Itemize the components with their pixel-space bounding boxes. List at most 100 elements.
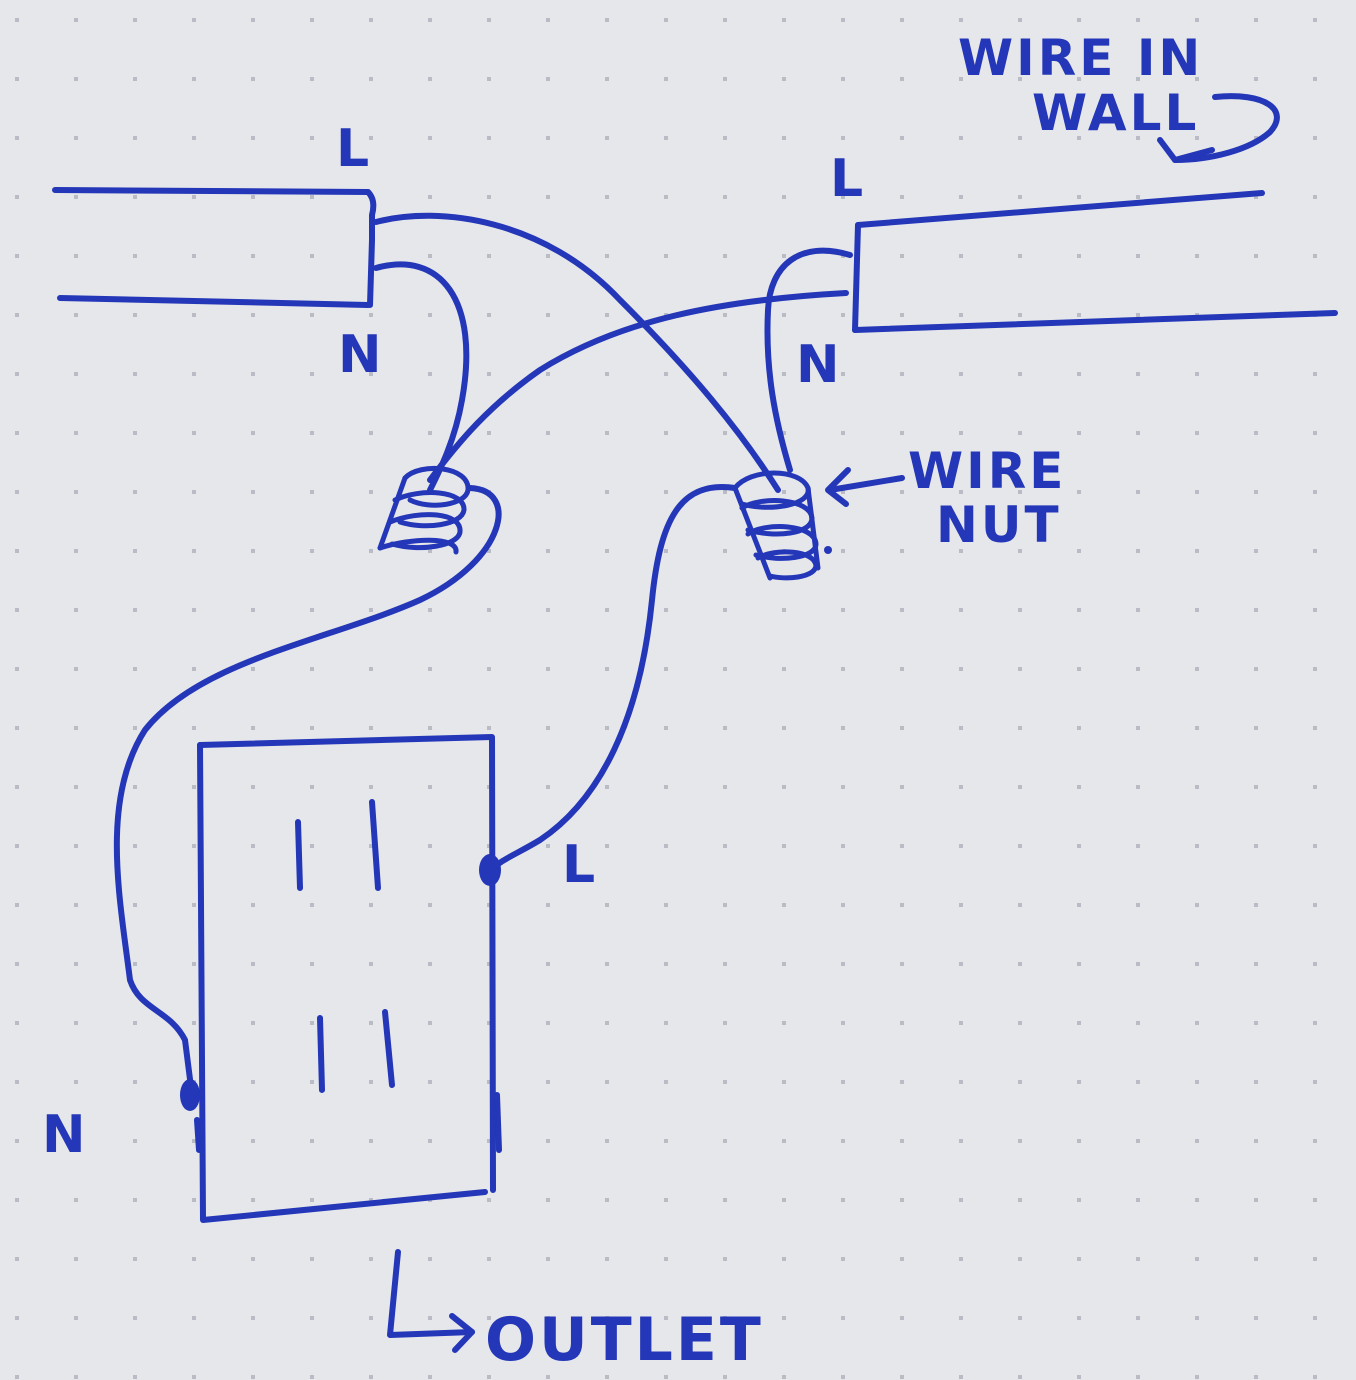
grid-dot <box>310 1375 314 1379</box>
grid-dot <box>192 667 196 671</box>
grid-dot <box>959 372 963 376</box>
grid-dot <box>192 726 196 730</box>
grid-dot <box>1195 136 1199 140</box>
grid-dot <box>664 1080 668 1084</box>
grid-dot <box>428 844 432 848</box>
grid-dot <box>723 785 727 789</box>
grid-dot <box>959 667 963 671</box>
grid-dot <box>900 1375 904 1379</box>
grid-dot <box>959 844 963 848</box>
grid-dot <box>1313 1257 1317 1261</box>
grid-dot <box>1254 431 1258 435</box>
grid-dot <box>841 903 845 907</box>
grid-dot <box>369 1316 373 1320</box>
grid-dot <box>428 1257 432 1261</box>
grid-dot <box>1254 549 1258 553</box>
outlet-slot-bottom-right <box>382 1009 395 1088</box>
grid-dot <box>15 608 19 612</box>
grid-dot <box>369 785 373 789</box>
grid-dot <box>1195 785 1199 789</box>
grid-dot <box>1136 667 1140 671</box>
grid-dot <box>546 313 550 317</box>
grid-dot <box>723 313 727 317</box>
grid-dot <box>369 1139 373 1143</box>
grid-dot <box>959 1021 963 1025</box>
grid-dot <box>546 1375 550 1379</box>
grid-dot <box>1254 1375 1258 1379</box>
grid-dot <box>251 372 255 376</box>
grid-dot <box>1254 1139 1258 1143</box>
grid-dot <box>605 1198 609 1202</box>
grid-dot <box>1136 372 1140 376</box>
grid-dot <box>782 1257 786 1261</box>
grid-dot <box>1018 1316 1022 1320</box>
grid-dot <box>723 431 727 435</box>
grid-dot <box>1313 1198 1317 1202</box>
grid-dot <box>369 431 373 435</box>
grid-dot <box>1136 726 1140 730</box>
grid-dot <box>605 1021 609 1025</box>
grid-dot <box>251 726 255 730</box>
grid-dot <box>959 962 963 966</box>
grid-dot <box>487 18 491 22</box>
grid-dot <box>251 1080 255 1084</box>
grid-dot <box>782 1375 786 1379</box>
grid-dot <box>1254 1316 1258 1320</box>
grid-dot <box>1136 903 1140 907</box>
grid-dot <box>310 77 314 81</box>
grid-dot <box>1077 844 1081 848</box>
grid-dot <box>723 608 727 612</box>
grid-dot <box>487 431 491 435</box>
grid-dot <box>605 18 609 22</box>
grid-dot <box>664 77 668 81</box>
grid-dot <box>900 1198 904 1202</box>
grid-dot <box>782 490 786 494</box>
grid-dot <box>74 136 78 140</box>
grid-dot <box>1077 1080 1081 1084</box>
grid-dot <box>192 136 196 140</box>
grid-dot <box>251 1021 255 1025</box>
grid-dot <box>664 490 668 494</box>
grid-dot <box>723 136 727 140</box>
grid-dot <box>959 490 963 494</box>
grid-dot <box>605 785 609 789</box>
wire-in-wall-arrow-icon <box>1157 93 1280 163</box>
grid-dot <box>74 1257 78 1261</box>
grid-dot <box>428 195 432 199</box>
grid-dot <box>1195 1198 1199 1202</box>
grid-dot <box>74 1080 78 1084</box>
grid-dot <box>1254 667 1258 671</box>
grid-dot <box>900 962 904 966</box>
grid-dot <box>487 1021 491 1025</box>
grid-dot <box>664 1316 668 1320</box>
grid-dot <box>251 431 255 435</box>
grid-dot <box>192 372 196 376</box>
grid-dot <box>1018 608 1022 612</box>
wire-nut-label-line2: NUT <box>936 496 1062 554</box>
grid-dot <box>1136 549 1140 553</box>
grid-dot <box>1313 1375 1317 1379</box>
grid-dot <box>192 962 196 966</box>
live-terminal <box>479 854 501 886</box>
grid-dot <box>487 667 491 671</box>
outlet-body <box>180 734 502 1223</box>
grid-dot <box>1195 1257 1199 1261</box>
grid-dot <box>723 490 727 494</box>
grid-dot <box>782 1080 786 1084</box>
outlet-neutral-label: N <box>42 1105 86 1165</box>
grid-dot <box>74 903 78 907</box>
grid-dot <box>1136 1375 1140 1379</box>
grid-dot <box>723 726 727 730</box>
grid-dot <box>133 1021 137 1025</box>
grid-dot <box>428 726 432 730</box>
grid-dot <box>605 608 609 612</box>
grid-dot <box>900 1080 904 1084</box>
grid-dot <box>664 608 668 612</box>
grid-dot <box>546 726 550 730</box>
grid-dot <box>428 549 432 553</box>
grid-dot <box>605 1080 609 1084</box>
grid-dot <box>782 431 786 435</box>
grid-dot <box>1136 490 1140 494</box>
grid-dot <box>428 785 432 789</box>
grid-dot <box>487 1257 491 1261</box>
